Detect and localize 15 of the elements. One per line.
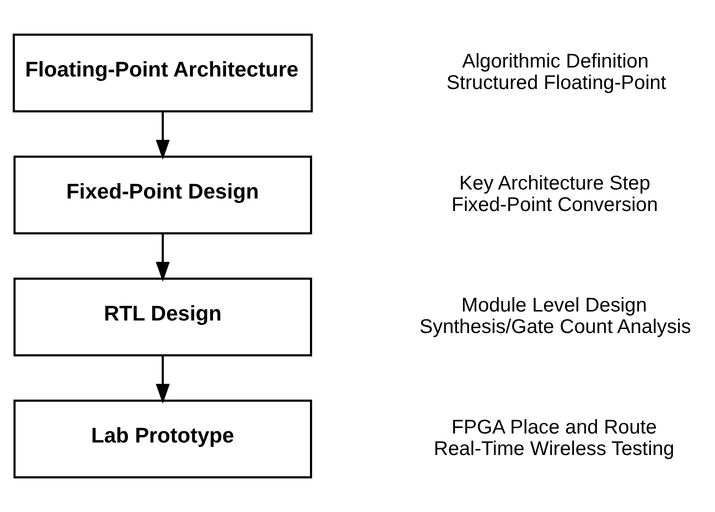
- node-label: Synthesis/Gate Count Analysis: [420, 316, 692, 338]
- node-box: RTL Design: [13, 278, 312, 356]
- node-label: Key Architecture Step: [459, 172, 650, 195]
- node-box: Lab Prototype: [13, 400, 312, 478]
- node-box: Fixed-Point Design: [13, 156, 312, 234]
- arrow: [156, 233, 170, 282]
- arrow: [156, 355, 170, 404]
- node-label: Module Level Design: [461, 294, 647, 317]
- node-label: FPGA Place and Route: [451, 416, 657, 439]
- node-label: Algorithmic Definition: [462, 50, 649, 73]
- arrow: [156, 111, 170, 160]
- node-label: Real-Time Wireless Testing: [434, 438, 674, 460]
- node-label: Structured Floating-Point: [446, 72, 666, 94]
- node-box: Floating-Point Architecture: [12, 34, 313, 112]
- node-label: Fixed-Point Conversion: [451, 194, 658, 216]
